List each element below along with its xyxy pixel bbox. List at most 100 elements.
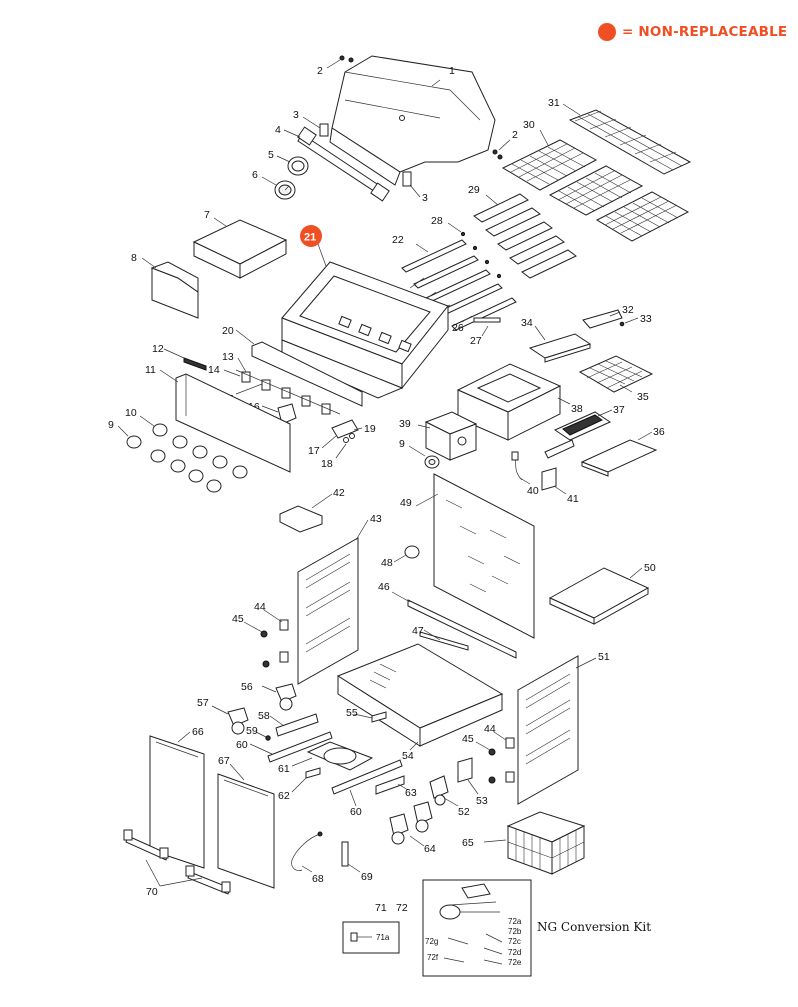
callout-33: 33 xyxy=(640,313,652,325)
callout-31: 31 xyxy=(548,97,560,109)
part-igniter-module xyxy=(331,419,359,443)
callout-70: 70 xyxy=(146,886,158,898)
part-back-rail xyxy=(407,599,517,659)
part-side-burner-hinge xyxy=(582,309,623,329)
callout-49: 49 xyxy=(400,497,412,509)
part-bracket-41 xyxy=(541,467,557,491)
callout-41: 41 xyxy=(567,493,579,505)
part-hinges-right xyxy=(505,737,515,783)
callout-38: 38 xyxy=(571,403,583,415)
callout-51: 51 xyxy=(598,651,610,663)
part-storage-basket xyxy=(506,811,586,875)
part-handle-bracket-right xyxy=(402,171,412,187)
callout-47: 47 xyxy=(412,625,424,637)
sub-callout-72c: 72c xyxy=(508,937,521,946)
callout-42: 42 xyxy=(333,487,345,499)
part-heat-shield xyxy=(192,219,288,279)
part-left-side-panel xyxy=(297,537,359,685)
callout-9a: 9 xyxy=(108,419,114,431)
part-ng-conversion-kit: 72a 72b 72c 72d 72e 72f 72g xyxy=(422,879,532,977)
part-tank-bracket xyxy=(279,505,323,533)
part-regulator-knob xyxy=(404,545,420,559)
callout-59: 59 xyxy=(246,725,258,737)
part-hose xyxy=(291,831,323,871)
callout-2a: 2 xyxy=(317,65,323,77)
callout-40: 40 xyxy=(527,485,539,497)
callout-46: 46 xyxy=(378,581,390,593)
callout-69: 69 xyxy=(361,871,373,883)
callout-71: 71 xyxy=(375,902,387,914)
callout-3a: 3 xyxy=(293,109,299,121)
non-replaceable-marker-icon xyxy=(300,225,322,247)
non-replaceable-marker-icon xyxy=(598,23,616,41)
sub-callout-72g: 72g xyxy=(425,937,438,946)
part-screw-59 xyxy=(265,735,271,741)
callout-7: 7 xyxy=(204,209,210,221)
part-door-right xyxy=(217,773,275,889)
part-regulator-kit-71: 71a xyxy=(342,921,400,954)
part-cooking-grate-2 xyxy=(548,165,644,216)
callout-44b: 44 xyxy=(484,723,496,735)
callout-4: 4 xyxy=(275,124,281,136)
part-tank-screw xyxy=(305,767,321,779)
callout-10: 10 xyxy=(125,407,137,419)
callout-32: 32 xyxy=(622,304,634,316)
callout-8: 8 xyxy=(131,252,137,264)
callout-45a: 45 xyxy=(232,613,244,625)
part-burners xyxy=(401,239,517,331)
callout-28: 28 xyxy=(431,215,443,227)
callout-53: 53 xyxy=(476,795,488,807)
part-hinge-63 xyxy=(375,775,405,795)
callout-11: 11 xyxy=(145,364,156,376)
sub-callout-72b: 72b xyxy=(508,927,522,936)
callout-18: 18 xyxy=(321,458,333,470)
part-hinge-pins-right xyxy=(488,748,496,784)
callout-61: 61 xyxy=(278,763,290,775)
part-side-grease-tray xyxy=(580,439,658,477)
sub-callout-72a: 72a xyxy=(508,917,522,926)
part-caster xyxy=(227,707,249,735)
callout-55: 55 xyxy=(346,707,358,719)
part-tank-rail xyxy=(419,631,469,651)
part-bracket-69 xyxy=(341,841,349,867)
callout-35: 35 xyxy=(637,391,649,403)
part-cooking-grate-1 xyxy=(501,139,598,191)
callout-22: 22 xyxy=(392,234,404,246)
ng-conversion-kit-caption: NG Conversion Kit xyxy=(537,920,652,934)
callout-65: 65 xyxy=(462,837,474,849)
part-screw-side xyxy=(492,149,503,160)
part-side-burner-lid xyxy=(528,333,592,363)
part-pins xyxy=(460,231,502,279)
legend-text: = NON-REPLACEABLE xyxy=(622,24,788,40)
sub-callout-72d: 72d xyxy=(508,948,521,957)
callout-21: 21 xyxy=(304,232,316,244)
part-handle xyxy=(297,126,390,202)
part-drawer-slide-bracket xyxy=(275,713,319,737)
callout-54: 54 xyxy=(402,750,414,762)
callout-13: 13 xyxy=(222,351,234,363)
part-knobs xyxy=(126,435,222,493)
part-bracket-53 xyxy=(457,757,473,783)
part-logo-plate xyxy=(183,357,207,371)
callout-29: 29 xyxy=(468,184,480,196)
part-hinges-left xyxy=(279,619,289,663)
callout-5: 5 xyxy=(268,149,274,161)
part-control-panel xyxy=(175,373,291,473)
callout-14: 14 xyxy=(208,364,220,376)
callout-44a: 44 xyxy=(254,601,266,613)
callout-43: 43 xyxy=(370,513,382,525)
part-valve-manifold-frame xyxy=(251,341,363,407)
part-igniter-wire xyxy=(511,451,523,481)
callout-3b: 3 xyxy=(422,192,428,204)
callout-72: 72 xyxy=(396,902,408,914)
callout-6: 6 xyxy=(252,169,258,181)
callout-9b: 9 xyxy=(399,438,405,450)
callout-62: 62 xyxy=(278,790,290,802)
part-grease-tray xyxy=(150,261,199,319)
part-screw-33 xyxy=(619,321,625,327)
part-bracket-55 xyxy=(371,711,387,723)
callout-1: 1 xyxy=(449,65,455,77)
callout-20: 20 xyxy=(222,325,234,337)
part-drawer-slide-right xyxy=(331,759,403,795)
